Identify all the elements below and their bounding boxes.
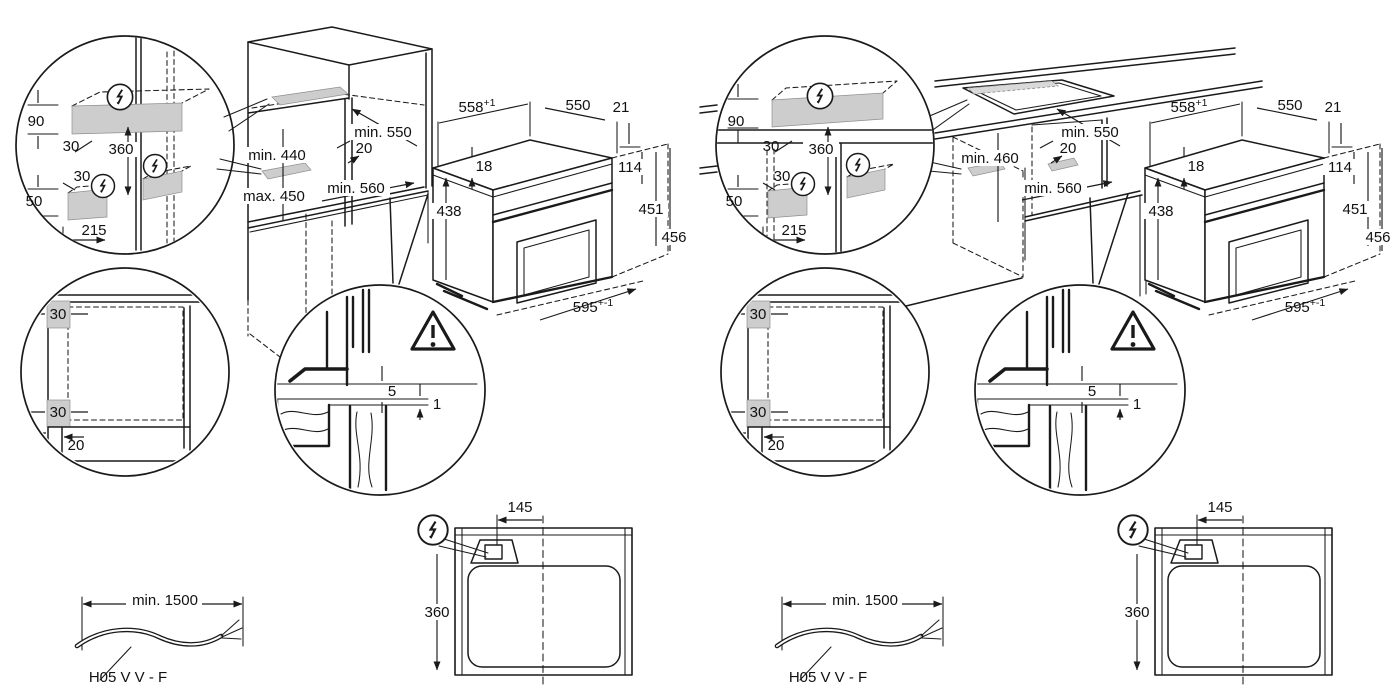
lightning-bolt-icon [90,173,116,199]
right-connection-detail-circle: 90 30 360 30 50 215 [715,35,935,255]
dim-360-label: 360 [108,141,133,158]
topview-360-label: 360 [424,604,449,621]
dim-30-mid-label: 30 [774,168,791,185]
left-gap-detail-circle: 5 1 [275,285,485,495]
dim-90-label: 90 [728,113,745,130]
lightning-bolt-icon [106,83,134,111]
dim-30-mid-label: 30 [74,168,91,185]
dim-50-label: 50 [726,193,743,210]
niche-depth-top-label: min. 550 [1061,124,1119,141]
right-top-view: 145 360 [1118,499,1332,684]
niche-offset-label: 20 [1060,140,1077,157]
oven-height-label: 451 [1342,201,1367,218]
front-30-bottom-label: 30 [50,404,67,421]
lightning-bolt-icon [790,171,816,197]
lightning-bolt-icon [142,153,168,179]
niche-height-min-label: min. 440 [248,147,306,164]
left-power-cable: min. 1500 H05 V V - F [77,591,243,686]
power-cable-graphic [77,597,243,680]
oven-total-height-label: 456 [661,229,686,246]
lightning-bolt-icon [806,82,834,110]
left-top-view: 145 360 [418,499,632,684]
oven-depth-label: 550 [565,97,590,114]
topview-360-label: 360 [1124,604,1149,621]
cable-length-label: min. 1500 [832,592,898,609]
oven-top-view-graphic [1118,515,1332,684]
cable-type-label: H05 V V - F [789,669,867,686]
right-front-frame-detail-circle: 30 30 20 [721,268,933,476]
niche-height-max-label: max. 450 [243,188,305,205]
niche-depth-top-label: min. 550 [354,124,412,141]
left-oven: 558+1 550 21 18 438 114 451 456 595+-1 [432,97,691,320]
oven-panel-label: 114 [618,159,642,176]
oven-body-height-label: 438 [1148,203,1173,220]
front-20-label: 20 [768,437,785,454]
front-30-top-label: 30 [750,306,767,323]
niche-height-min-label: min. 460 [961,150,1019,167]
niche-offset-label: 20 [356,140,373,157]
left-tall-cabinet: min. 550 20 min. 440 max. 450 min. 560 [240,26,435,387]
oven-height-label: 451 [638,201,663,218]
detail-callout-pointer [389,193,429,285]
gap-5-label: 5 [1088,383,1096,400]
cable-type-label: H05 V V - F [89,669,167,686]
topview-145-label: 145 [507,499,532,516]
left-front-frame-detail-circle: 30 30 20 [21,268,233,476]
oven-depth-label: 550 [1277,97,1302,114]
dim-215-label: 215 [781,222,806,239]
dim-90-label: 90 [28,113,45,130]
detail-callout-pointer [216,98,270,175]
right-gap-detail-circle: 5 1 [975,285,1185,495]
detail-callout-pointer [917,99,970,175]
front-20-label: 20 [68,437,85,454]
oven-body-height-label: 438 [436,203,461,220]
gap-1-label: 1 [1133,396,1141,413]
oven-total-height-label: 456 [1365,229,1390,246]
front-30-top-label: 30 [50,306,67,323]
front-30-bottom-label: 30 [750,404,767,421]
right-oven: 558+1 550 21 18 438 114 451 456 595+-1 [1144,97,1395,320]
oven-trim-label: 21 [1325,99,1342,116]
power-cable-graphic [777,597,943,680]
gap-detail-graphic [275,285,485,495]
oven-trim-label: 21 [613,99,630,116]
front-frame-detail-graphic [721,268,933,476]
left-installation-diagram: 90 30 360 30 50 215 min. 550 20 min. 440… [15,26,691,686]
right-installation-diagram: min. 550 20 min. 460 min. 560 90 30 360 … [699,35,1395,686]
dim-30-top-label: 30 [63,138,80,155]
oven-front-width-label: 595+-1 [573,297,614,316]
dim-50-label: 50 [26,193,43,210]
cable-length-label: min. 1500 [132,592,198,609]
detail-callout-pointer [905,193,1129,307]
left-connection-detail-circle: 90 30 360 30 50 215 [15,35,270,255]
oven-rim-label: 18 [1188,158,1205,175]
oven-width-label: 558+1 [1170,97,1207,116]
gap-5-label: 5 [388,383,396,400]
dim-30-top-label: 30 [763,138,780,155]
dim-215-label: 215 [81,222,106,239]
oven-panel-label: 114 [1328,159,1352,176]
oven-top-view-graphic [418,515,632,684]
gap-1-label: 1 [433,396,441,413]
oven-rim-label: 18 [476,158,493,175]
front-frame-detail-graphic [21,268,233,476]
niche-depth-bottom-label: min. 560 [1024,180,1082,197]
lightning-bolt-icon [845,152,871,178]
dim-360-label: 360 [808,141,833,158]
right-counter-cabinet: min. 550 20 min. 460 min. 560 [699,47,1263,307]
oven-width-label: 558+1 [458,97,495,116]
topview-145-label: 145 [1207,499,1232,516]
gap-detail-graphic [975,285,1185,495]
niche-depth-bottom-label: min. 560 [327,180,385,197]
oven-front-width-label: 595+-1 [1285,297,1326,316]
right-power-cable: min. 1500 H05 V V - F [777,591,943,686]
